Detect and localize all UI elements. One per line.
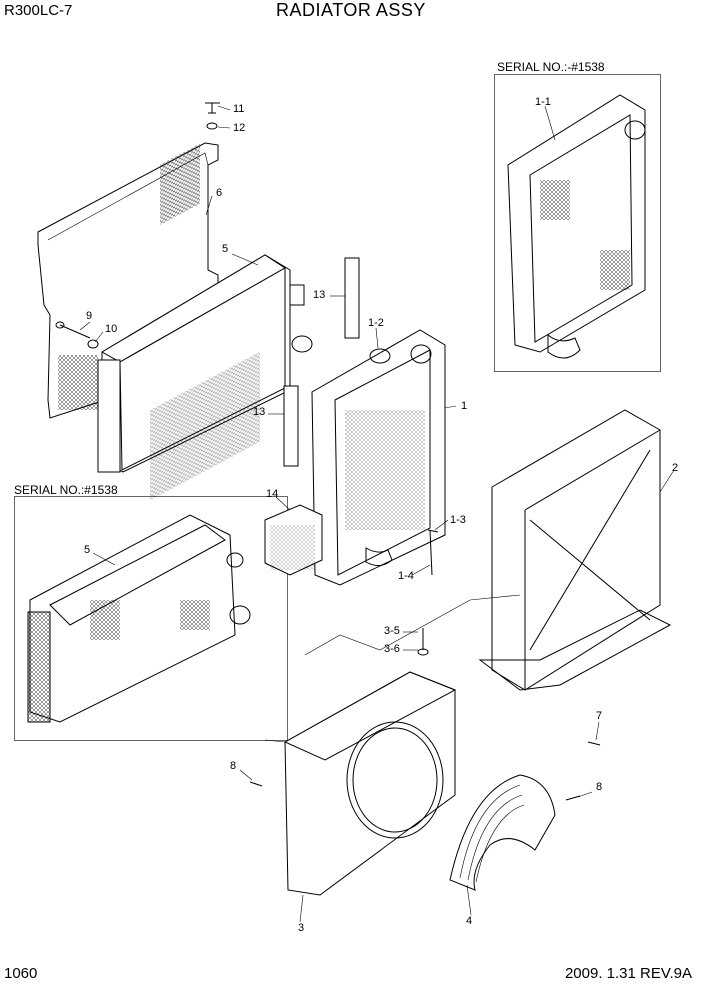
serial-note-top: SERIAL NO.:-#1538	[497, 60, 605, 74]
callout-1-3: 1-3	[450, 514, 466, 526]
model-number: R300LC-7	[4, 2, 73, 19]
part-11-wing-bolt	[205, 102, 220, 130]
small-fasteners	[249, 529, 601, 801]
part-1-1-radiator-variant	[507, 94, 646, 359]
callout-11: 11	[233, 103, 245, 115]
part-5-oil-cooler	[97, 254, 313, 501]
serial-note-left: SERIAL NO.:#1538	[14, 483, 118, 497]
part-4-fan-guard	[449, 774, 556, 891]
part-1-radiator	[311, 329, 446, 586]
callout-3-6: 3-6	[384, 643, 400, 655]
callout-14: 14	[266, 488, 279, 500]
page-title: RADIATOR ASSY	[276, 0, 426, 20]
callout-1-1: 1-1	[535, 96, 551, 108]
callout-4: 4	[466, 915, 473, 927]
part-14-block	[264, 504, 323, 576]
callout-3: 3	[298, 922, 305, 934]
callout-9: 9	[86, 310, 93, 322]
part-13-pad-lower	[283, 385, 299, 467]
callout-5-inset: 5	[84, 544, 91, 556]
revision-date: 2009. 1.31 REV.9A	[564, 965, 692, 982]
callout-1-2: 1-2	[368, 317, 384, 329]
callout-12: 12	[233, 122, 246, 134]
callout-7: 7	[596, 710, 603, 722]
part-5-oil-cooler-variant	[27, 514, 251, 723]
callout-6: 6	[216, 187, 223, 199]
part-3-shroud	[283, 671, 457, 896]
callout-5: 5	[222, 243, 229, 255]
part-13-pad-upper	[344, 257, 360, 339]
part-2-frame	[478, 409, 672, 691]
callout-10: 10	[105, 323, 118, 335]
part-6-screen-guard	[37, 142, 219, 419]
callout-3-5: 3-5	[384, 625, 400, 637]
callout-8-right: 8	[596, 781, 603, 793]
callout-13-upper: 13	[313, 289, 326, 301]
callout-1: 1	[461, 400, 468, 412]
leader-lines	[79, 105, 675, 923]
serial-inset-box-top	[494, 74, 661, 372]
callout-8-left: 8	[230, 760, 237, 772]
page-number: 1060	[4, 965, 38, 982]
part-9-bolt	[55, 321, 99, 349]
callout-1-4: 1-4	[398, 570, 414, 582]
callout-2: 2	[672, 462, 679, 474]
callout-13-lower: 13	[253, 406, 266, 418]
